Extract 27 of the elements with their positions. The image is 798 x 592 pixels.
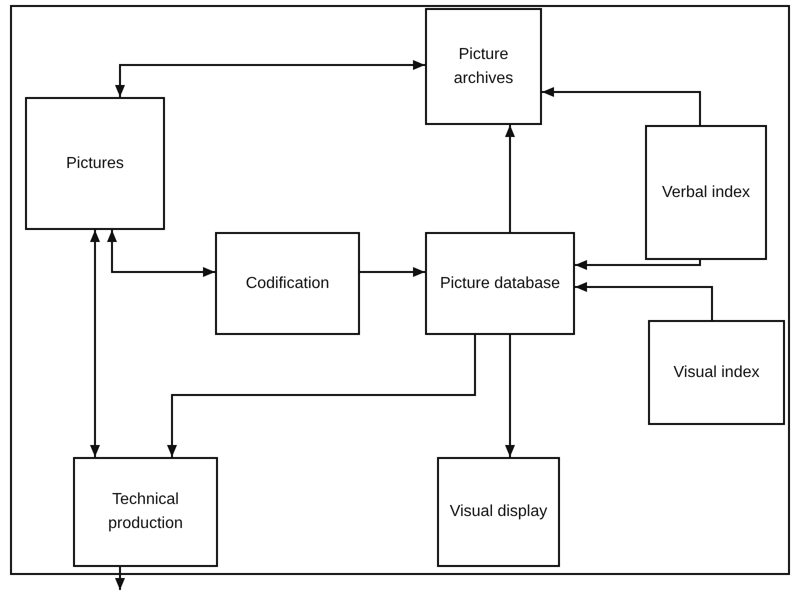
- arrow: [360, 267, 425, 277]
- process-box: [215, 232, 360, 335]
- process-box: [425, 232, 575, 335]
- process-box: [648, 320, 785, 425]
- arrow: [167, 335, 476, 457]
- arrow: [575, 260, 701, 270]
- arrow: [542, 87, 701, 125]
- arrow: [115, 60, 425, 97]
- process-box: [645, 125, 767, 260]
- arrow: [575, 282, 713, 320]
- arrow: [505, 125, 515, 232]
- box-label: Codification: [246, 274, 330, 294]
- box-label: Visual display: [450, 502, 548, 522]
- box-label: Verbal index: [662, 182, 750, 202]
- box-label: Pictures: [66, 154, 124, 174]
- arrow: [115, 567, 125, 590]
- box-label: Visual index: [674, 362, 760, 382]
- box-label: Picture database: [440, 274, 560, 294]
- arrow: [107, 230, 215, 277]
- process-box: [425, 8, 542, 125]
- arrow: [505, 335, 515, 457]
- arrow: [90, 230, 100, 457]
- process-box: [437, 457, 560, 567]
- process-box: [25, 97, 165, 230]
- box-label: Picture archives: [452, 44, 514, 88]
- process-box: [73, 457, 218, 567]
- box-label: Technical production: [107, 490, 184, 534]
